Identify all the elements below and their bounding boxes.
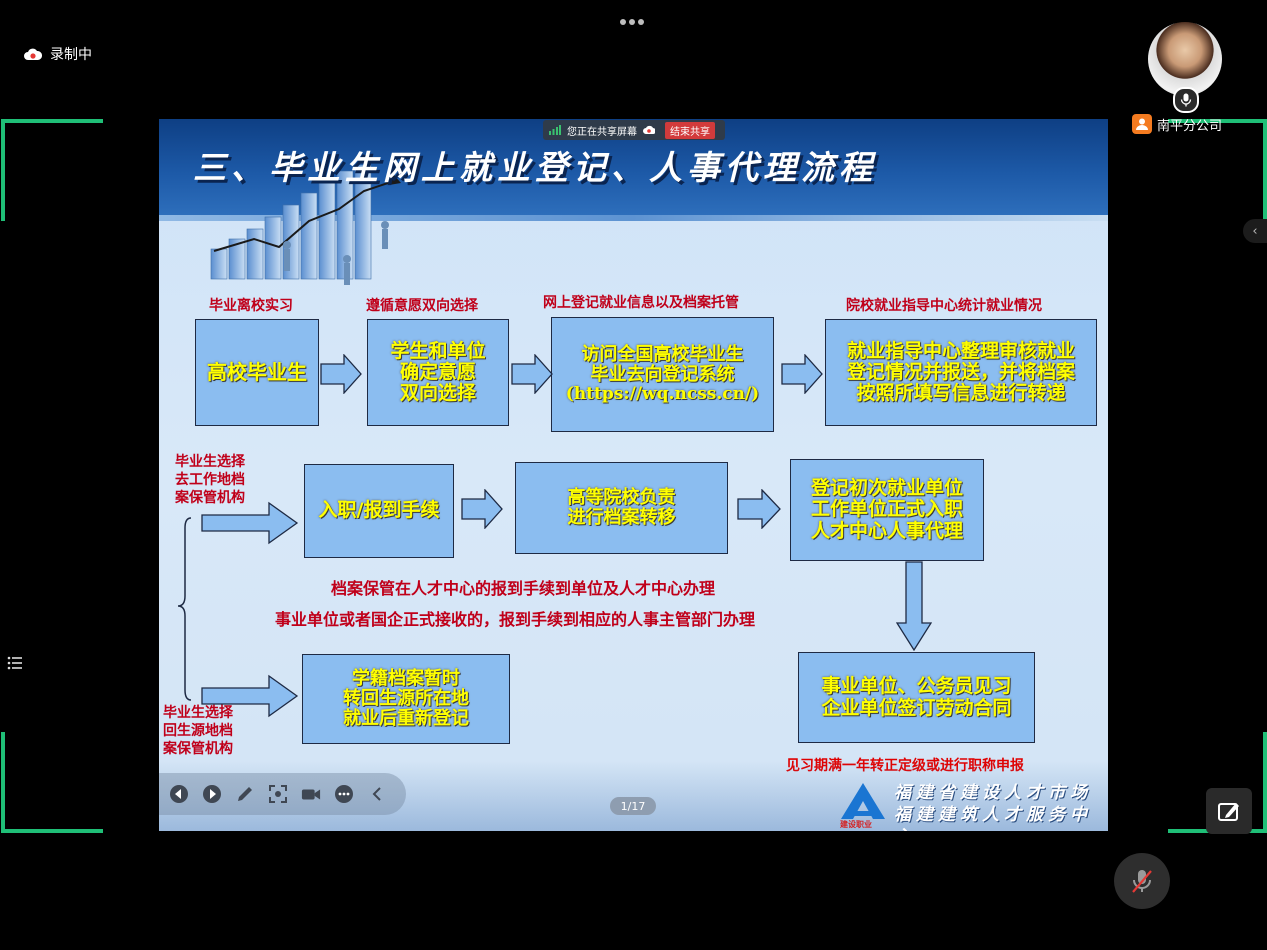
participant-tag: 南平分公司 <box>1132 114 1222 134</box>
box-internship-contract: 事业单位、公务员见习 企业单位签订劳动合同 <box>798 652 1035 743</box>
recording-cloud-icon <box>24 48 42 60</box>
more-dots-icon[interactable] <box>620 10 648 25</box>
branch-bottom-label-line1: 毕业生选择 <box>163 705 233 721</box>
box-first-employment: 登记初次就业单位 工作单位正式入职 人才中心人事代理 <box>790 459 984 561</box>
box-guidance-center-line3: 按照所填写信息进行转递 <box>856 382 1066 405</box>
box-internship-contract-line1: 事业单位、公务员见习 <box>821 675 1012 698</box>
box-guidance-center: 就业指导中心整理审核就业 登记情况并报送，并将档案 按照所填写信息进行转递 <box>825 319 1097 426</box>
box-archive-transfer: 高等院校负责 进行档案转移 <box>515 462 728 554</box>
box-onboarding: 入职/报到手续 <box>304 464 454 558</box>
next-icon[interactable] <box>202 784 222 804</box>
box-graduate: 高校毕业生 <box>195 319 319 426</box>
shared-slide: 三、毕业生网上就业登记、人事代理流程 您正在共享屏幕 结束共享 毕业离校实习 遵… <box>159 119 1108 831</box>
share-status: 您正在共享屏幕 <box>567 126 637 138</box>
branch-bottom-label: 毕业生选择 回生源地档 案保管机构 <box>163 704 233 758</box>
row1-label-3: 网上登记就业信息以及档案托管 <box>543 295 739 311</box>
box-online-register-line1: 访问全国高校毕业生 <box>581 343 744 365</box>
arrow-right-icon <box>737 489 781 529</box>
slide-header-band <box>159 215 1108 221</box>
note-state-enterprise: 事业单位或者国企正式接收的，报到手续到相应的人事主管部门办理 <box>275 610 756 629</box>
box-first-employment-line1: 登记初次就业单位 <box>810 477 963 500</box>
arrow-right-icon <box>511 354 553 394</box>
bar-chart-decoration <box>210 164 401 285</box>
arrow-right-icon <box>781 354 823 394</box>
box-graduate-text: 高校毕业生 <box>207 360 307 385</box>
arrow-right-icon <box>461 489 503 529</box>
frame-corner-tl <box>1 119 103 221</box>
more-icon[interactable] <box>334 784 354 804</box>
branch-top-label-line2: 去工作地档 <box>175 472 245 488</box>
branch-brace <box>177 517 192 701</box>
box-first-employment-line2: 工作单位正式入职 <box>810 498 963 521</box>
box-internship-contract-line2: 企业单位签订劳动合同 <box>821 696 1012 719</box>
list-icon[interactable] <box>6 654 26 672</box>
page-indicator: 1/17 <box>610 797 656 815</box>
arrow-right-icon <box>201 674 299 718</box>
box-guidance-center-line2: 登记情况并报送，并将档案 <box>846 360 1075 383</box>
participant-avatar[interactable] <box>1148 22 1222 96</box>
logo-sub: 建设职业 <box>840 820 872 829</box>
box-online-register: 访问全国高校毕业生 毕业去向登记系统 (https://wq.ncss.cn/) <box>551 317 774 432</box>
logo-text: 福建省建设人才市场 福建建筑人才服务中心 <box>894 782 1108 831</box>
box-archive-transfer-line1: 高等院校负责 <box>567 486 676 508</box>
screenshot-icon[interactable] <box>268 784 288 804</box>
logo-line1: 福建省建设人才市场 <box>894 783 1092 803</box>
slide-title: 三、毕业生网上就业登记、人事代理流程 <box>193 148 877 187</box>
recording-label: 录制中 <box>50 47 92 63</box>
box-return-origin-line3: 就业后重新登记 <box>343 708 469 730</box>
collapse-icon[interactable] <box>367 784 387 804</box>
box-guidance-center-line1: 就业指导中心整理审核就业 <box>846 339 1075 362</box>
row1-label-4: 院校就业指导中心统计就业情况 <box>846 298 1042 314</box>
branch-bottom-label-line2: 回生源地档 <box>163 723 233 739</box>
row1-label-1: 毕业离校实习 <box>209 298 293 314</box>
signal-icon <box>549 125 561 135</box>
arrow-right-icon <box>201 501 299 545</box>
branch-top-label-line3: 案保管机构 <box>175 490 245 506</box>
presentation-toolbar <box>159 773 406 815</box>
branch-bottom-label-line3: 案保管机构 <box>163 741 233 757</box>
box-online-register-url: (https://wq.ncss.cn/) <box>565 384 760 405</box>
branch-top-label-line1: 毕业生选择 <box>175 454 245 470</box>
end-share-button[interactable]: 结束共享 <box>665 121 715 139</box>
logo-line2: 福建建筑人才服务中心 <box>894 805 1092 831</box>
chevron-left-icon[interactable]: ‹ <box>1243 219 1267 243</box>
note-talent-center: 档案保管在人才中心的报到手续到单位及人才中心办理 <box>331 579 716 598</box>
prev-icon[interactable] <box>169 784 189 804</box>
box-return-origin-line2: 转回生源所在地 <box>343 687 469 709</box>
mic-icon <box>1173 87 1199 113</box>
box-online-register-line2: 毕业去向登记系统 <box>590 363 735 385</box>
box-first-employment-line3: 人才中心人事代理 <box>810 519 963 542</box>
box-mutual-choice: 学生和单位 确定意愿 双向选择 <box>367 319 509 426</box>
user-icon <box>1132 114 1152 134</box>
row1-label-2: 遵循意愿双向选择 <box>366 298 478 314</box>
frame-corner-tr <box>1168 119 1267 221</box>
box-mutual-choice-line1: 学生和单位 <box>390 339 486 362</box>
recording-indicator: 录制中 <box>24 44 92 64</box>
arrow-down-icon <box>896 561 932 651</box>
record-cloud-icon <box>643 125 655 134</box>
box-archive-transfer-line2: 进行档案转移 <box>567 507 676 528</box>
box-mutual-choice-line2: 确定意愿 <box>399 360 476 383</box>
logo-icon <box>841 783 885 819</box>
camera-icon[interactable] <box>301 784 321 804</box>
box-onboarding-text: 入职/报到手续 <box>318 499 440 522</box>
mic-muted-icon[interactable] <box>1114 853 1170 909</box>
edit-screen-icon[interactable] <box>1206 788 1252 834</box>
frame-corner-bl <box>1 732 103 833</box>
screen-share-bar: 您正在共享屏幕 结束共享 <box>543 120 725 140</box>
box-mutual-choice-line3: 双向选择 <box>399 382 476 405</box>
participant-name: 南平分公司 <box>1157 118 1223 134</box>
box-return-origin: 学籍档案暂时 转回生源所在地 就业后重新登记 <box>302 654 510 744</box>
pen-icon[interactable] <box>235 784 255 804</box>
branch-top-label: 毕业生选择 去工作地档 案保管机构 <box>175 453 245 507</box>
box-return-origin-line1: 学籍档案暂时 <box>352 667 460 689</box>
arrow-right-icon <box>320 354 362 394</box>
